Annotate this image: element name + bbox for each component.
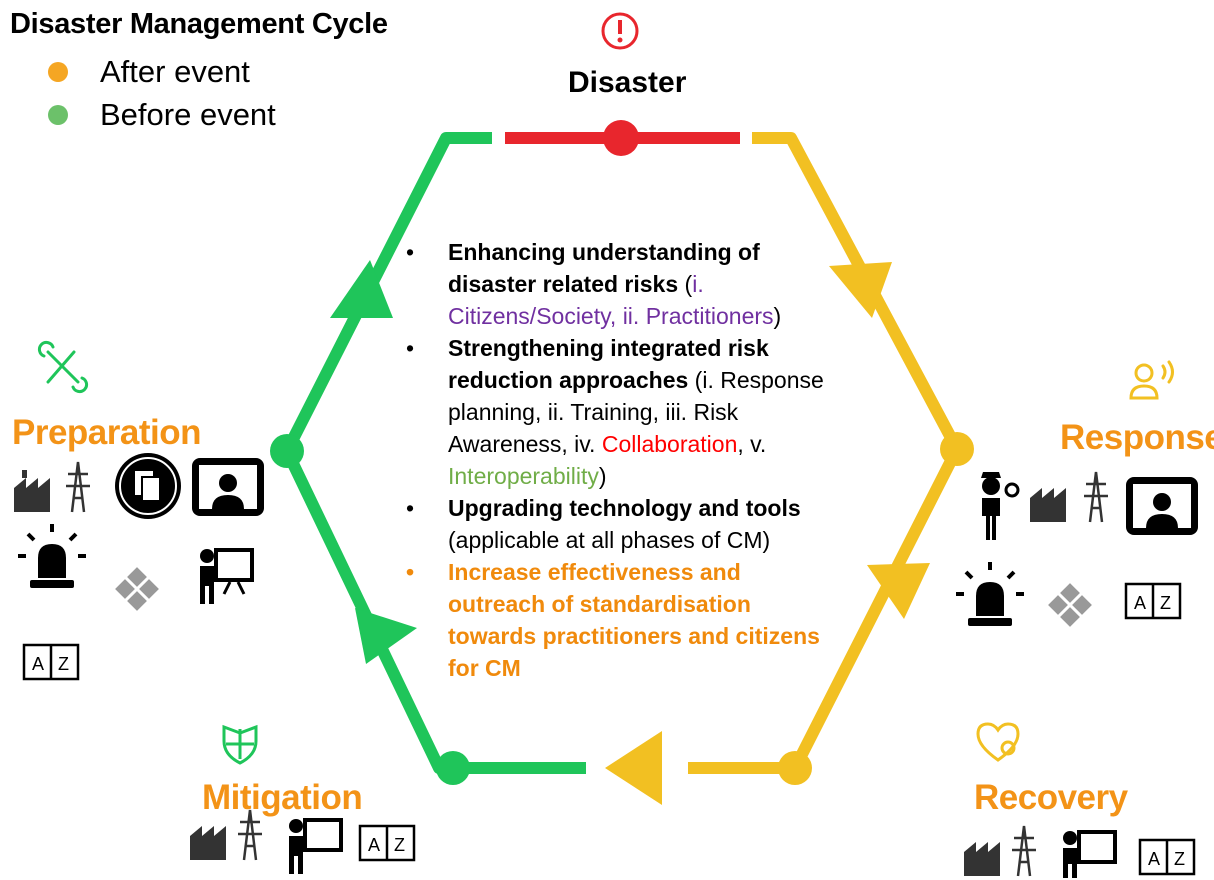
dictionary-icon: A Z: [1124, 582, 1182, 620]
arrow-mitigation: [605, 731, 662, 805]
diagram-title: Disaster Management Cycle: [10, 8, 388, 40]
bullet-understanding: • Enhancing understanding of disaster re…: [400, 236, 840, 332]
phase-label-preparation: Preparation: [12, 413, 202, 452]
alert-icon: [601, 12, 639, 50]
dict-letter-a: A: [1134, 593, 1146, 613]
dict-letter-z: Z: [1160, 593, 1171, 613]
dictionary-icon: A Z: [358, 824, 416, 862]
legend-dot-before: [48, 105, 68, 125]
tools-icon: [37, 340, 89, 394]
bullet-stakeholders: i. Citizens/Society, ii. Practitioners: [448, 271, 774, 329]
shield-icon: [222, 724, 258, 765]
power-tower-icon: [238, 809, 262, 861]
dict-letter-z: Z: [58, 654, 69, 674]
key-actions-list: • Enhancing understanding of disaster re…: [400, 236, 840, 684]
presenter-icon: [200, 548, 254, 604]
legend-item-after: After event: [48, 54, 250, 90]
bullet-standardisation: • Increase effectiveness and outreach of…: [400, 556, 840, 684]
dict-letter-a: A: [1148, 849, 1160, 869]
documents-icon: [115, 453, 181, 519]
legend-label-after: After event: [100, 54, 250, 89]
worker-icon: [981, 472, 1020, 540]
power-tower-icon: [1012, 825, 1036, 877]
mitigation-node: [436, 751, 470, 785]
bullet-marker: •: [405, 495, 415, 521]
response-node: [940, 432, 974, 466]
factory-tower-icon: [964, 842, 1000, 876]
phase-label-mitigation: Mitigation: [202, 778, 363, 817]
legend-label-before: Before event: [100, 97, 276, 132]
bullet-interoperability: Interoperability: [448, 463, 599, 489]
presenter-icon: [1063, 830, 1117, 878]
monitor-support-icon: [192, 458, 264, 516]
power-tower-icon: [1084, 471, 1108, 523]
monitor-support-icon: [1126, 477, 1198, 535]
siren-icon: [18, 524, 86, 588]
preparation-node: [270, 434, 304, 468]
bullet-text: (applicable at all phases of CM): [448, 527, 771, 553]
arrow-preparation: [355, 608, 417, 664]
bullet-heading: Enhancing understanding of disaster rela…: [448, 239, 760, 297]
dictionary-icon: A Z: [1138, 838, 1196, 876]
dict-letter-a: A: [32, 654, 44, 674]
presenter-icon: [289, 818, 343, 874]
legend-dot-after: [48, 62, 68, 82]
hazard-symbols-icon: [115, 567, 159, 611]
hazard-symbols-icon: [1048, 583, 1092, 627]
bullet-heading: Upgrading technology and tools: [448, 495, 801, 521]
dict-letter-a: A: [368, 835, 380, 855]
bullet-marker: •: [405, 559, 415, 585]
arrow-response: [829, 262, 892, 318]
bullet-collaboration: Collaboration: [601, 431, 738, 457]
bullet-marker: •: [405, 239, 415, 265]
heart-icon: [976, 722, 1020, 762]
bullet-marker: •: [405, 335, 415, 361]
bullet-risk-reduction: • Strengthening integrated risk reductio…: [400, 332, 840, 492]
disaster-node: [603, 120, 639, 156]
factory-tower-icon: [14, 470, 50, 512]
legend-item-before: Before event: [48, 97, 276, 133]
power-tower-icon: [66, 461, 90, 513]
bullet-heading: Strengthening integrated risk reduction …: [448, 335, 769, 393]
bullet-text: ): [773, 303, 782, 329]
siren-icon: [956, 562, 1024, 626]
speaking-person-icon: [1129, 360, 1174, 400]
bullet-technology: • Upgrading technology and tools (applic…: [400, 492, 840, 556]
arrow-recovery: [867, 563, 930, 619]
bullet-text: ): [598, 463, 607, 489]
dict-letter-z: Z: [1174, 849, 1185, 869]
phase-label-response: Response: [1060, 418, 1214, 457]
bullet-text: (: [678, 271, 693, 297]
recovery-node: [778, 751, 812, 785]
arrow-disaster: [330, 260, 393, 318]
dict-letter-z: Z: [394, 835, 405, 855]
phase-label-disaster: Disaster: [568, 66, 687, 99]
factory-tower-icon: [1030, 488, 1066, 522]
dictionary-icon: A Z: [22, 643, 80, 681]
bullet-text: (i. Response planning, ii. Training, iii…: [448, 367, 824, 457]
bullet-heading: Increase effectiveness and outreach of s…: [448, 559, 820, 681]
phase-label-recovery: Recovery: [974, 778, 1128, 817]
factory-tower-icon: [190, 826, 226, 860]
bullet-text: , v.: [737, 431, 767, 457]
